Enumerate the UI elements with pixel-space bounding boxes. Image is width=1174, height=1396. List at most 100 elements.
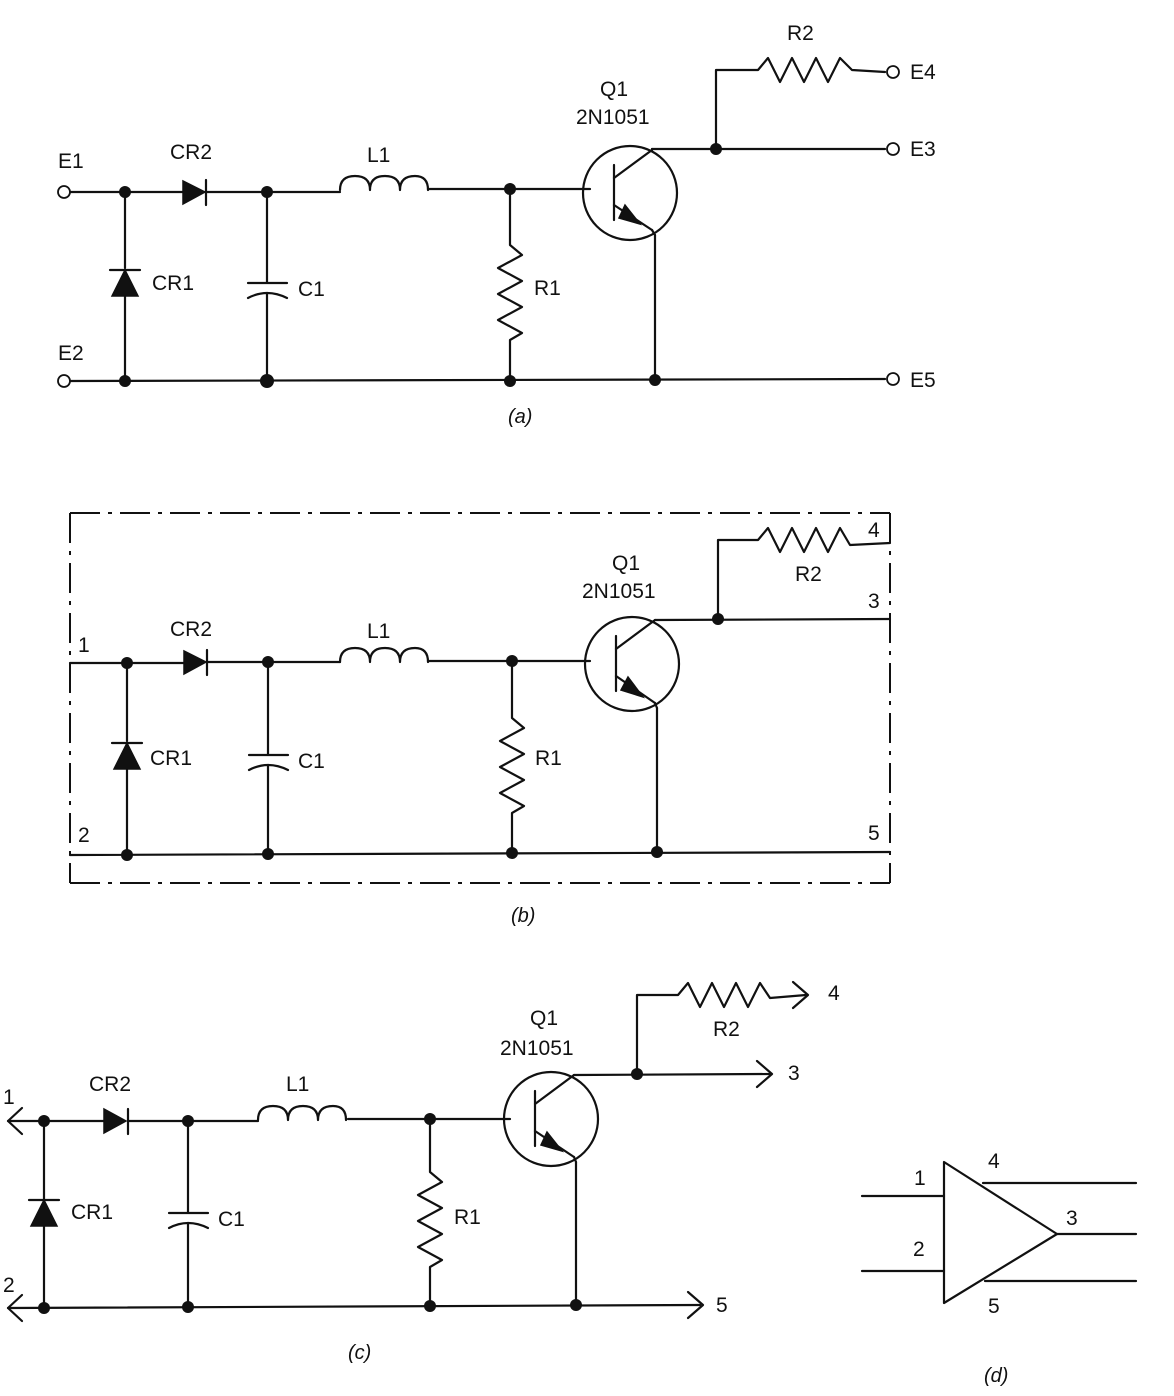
a-q1-collector xyxy=(612,148,654,180)
a-label-q1-part: 2N1051 xyxy=(576,106,650,129)
b-label-r1: R1 xyxy=(535,747,562,770)
c-label-pin1: 1 xyxy=(3,1086,15,1109)
b-r2-resistor xyxy=(716,526,892,621)
b-q1-collector xyxy=(614,618,657,651)
c-junction-dot xyxy=(631,1068,643,1080)
figure-c: 1 2 5 3 4 CR1 CR2 C1 L1 R1 xyxy=(3,980,840,1364)
figure-d: 1 2 3 4 5 (d) xyxy=(860,1150,1138,1387)
a-q1-emitter-arrow xyxy=(617,203,643,226)
d-label-pin3: 3 xyxy=(1066,1207,1078,1230)
b-label-pin3: 3 xyxy=(868,590,880,613)
c-pin4-arrow xyxy=(791,980,810,1010)
a-label-c1: C1 xyxy=(298,278,325,301)
a-terminal-e4 xyxy=(886,65,900,79)
c-label-q1-part: 2N1051 xyxy=(500,1037,574,1060)
d-label-pin1: 1 xyxy=(914,1167,926,1190)
c-caption: (c) xyxy=(348,1342,371,1364)
a-junction-dot xyxy=(504,375,516,387)
d-label-pin2: 2 xyxy=(913,1238,925,1261)
a-label-e3: E3 xyxy=(910,138,936,161)
c-r2-resistor xyxy=(635,981,808,1076)
a-label-e2: E2 xyxy=(58,342,84,365)
a-junction-dot xyxy=(119,375,131,387)
a-cr2-diode-symbol xyxy=(182,179,207,206)
b-label-r2: R2 xyxy=(795,563,822,586)
d-label-pin4: 4 xyxy=(988,1150,1000,1173)
b-l1-inductor xyxy=(338,646,430,664)
c-label-pin2: 2 xyxy=(3,1274,15,1297)
c-q1-collector xyxy=(533,1073,576,1106)
figure-a: E1 E2 E3 E4 E5 CR1 CR2 C1 L1 R1 xyxy=(57,22,936,428)
c-label-pin3: 3 xyxy=(788,1062,800,1085)
a-terminal-e3 xyxy=(886,142,900,156)
a-r2-resistor xyxy=(714,56,887,151)
b-junction-dot xyxy=(121,849,133,861)
c-label-pin5: 5 xyxy=(716,1294,728,1317)
c-label-r2: R2 xyxy=(713,1018,740,1041)
a-r1-resistor xyxy=(496,187,524,383)
b-label-q1: Q1 xyxy=(612,552,640,575)
b-label-q1-part: 2N1051 xyxy=(582,580,656,603)
b-r1-resistor xyxy=(498,659,526,855)
a-terminal-e5 xyxy=(886,372,900,386)
c-junction-dot xyxy=(570,1299,582,1311)
b-junction-dot xyxy=(262,656,274,668)
a-terminal-e2 xyxy=(57,374,71,388)
a-label-q1: Q1 xyxy=(600,78,628,101)
a-label-cr2: CR2 xyxy=(170,141,212,164)
a-junction-dot xyxy=(261,186,273,198)
c-cr1-diode-symbol xyxy=(29,1198,59,1227)
b-label-pin5: 5 xyxy=(868,822,880,845)
a-l1-inductor xyxy=(338,174,430,192)
c-junction-dot xyxy=(424,1113,436,1125)
b-label-cr1: CR1 xyxy=(150,747,192,770)
a-label-l1: L1 xyxy=(367,144,390,167)
c-label-pin4: 4 xyxy=(828,982,840,1005)
a-junction-dot xyxy=(710,143,722,155)
b-junction-dot xyxy=(712,613,724,625)
a-wire-bottom xyxy=(68,377,887,383)
c-q1-body xyxy=(502,1070,600,1168)
b-label-pin2: 2 xyxy=(78,824,90,847)
b-label-c1: C1 xyxy=(298,750,325,773)
b-label-pin4: 4 xyxy=(868,519,880,542)
b-caption: (b) xyxy=(511,905,535,927)
b-label-cr2: CR2 xyxy=(170,618,212,641)
a-cr1-diode-symbol xyxy=(110,268,140,297)
c-q1-emitter-arrow xyxy=(539,1130,565,1153)
b-junction-dot xyxy=(121,657,133,669)
b-wire-bottom xyxy=(68,850,892,857)
a-junction-dot xyxy=(119,186,131,198)
a-junction-dot xyxy=(260,374,274,388)
c-wire-bottom xyxy=(6,1303,702,1310)
c-label-q1: Q1 xyxy=(530,1007,558,1030)
c-label-r1: R1 xyxy=(454,1206,481,1229)
b-cr1-diode-symbol xyxy=(112,741,142,770)
b-cr2-diode-symbol xyxy=(183,649,208,676)
c-junction-dot xyxy=(38,1115,50,1127)
a-junction-dot xyxy=(649,374,661,386)
c-pin3-arrow xyxy=(755,1059,774,1089)
d-label-pin5: 5 xyxy=(988,1295,1000,1318)
c-junction-dot xyxy=(182,1115,194,1127)
b-label-l1: L1 xyxy=(367,620,390,643)
c-r1-resistor xyxy=(416,1117,444,1308)
b-label-pin1: 1 xyxy=(78,634,90,657)
b-junction-dot xyxy=(506,655,518,667)
a-label-r2: R2 xyxy=(787,22,814,45)
b-q1-body xyxy=(583,615,681,713)
b-q1-collector-wire xyxy=(653,617,892,622)
b-junction-dot xyxy=(506,847,518,859)
a-label-r1: R1 xyxy=(534,277,561,300)
c-q1-collector-wire xyxy=(572,1072,772,1077)
c-pin5-arrow xyxy=(686,1290,705,1320)
figure-b: 1 2 3 4 5 CR1 CR2 C1 L1 R1 xyxy=(68,512,892,927)
a-label-e5: E5 xyxy=(910,369,936,392)
c-label-l1: L1 xyxy=(286,1073,309,1096)
a-label-cr1: CR1 xyxy=(152,272,194,295)
c-label-cr1: CR1 xyxy=(71,1201,113,1224)
d-caption: (d) xyxy=(984,1365,1008,1387)
d-amplifier-triangle xyxy=(942,1160,1059,1305)
a-caption: (a) xyxy=(508,406,532,428)
